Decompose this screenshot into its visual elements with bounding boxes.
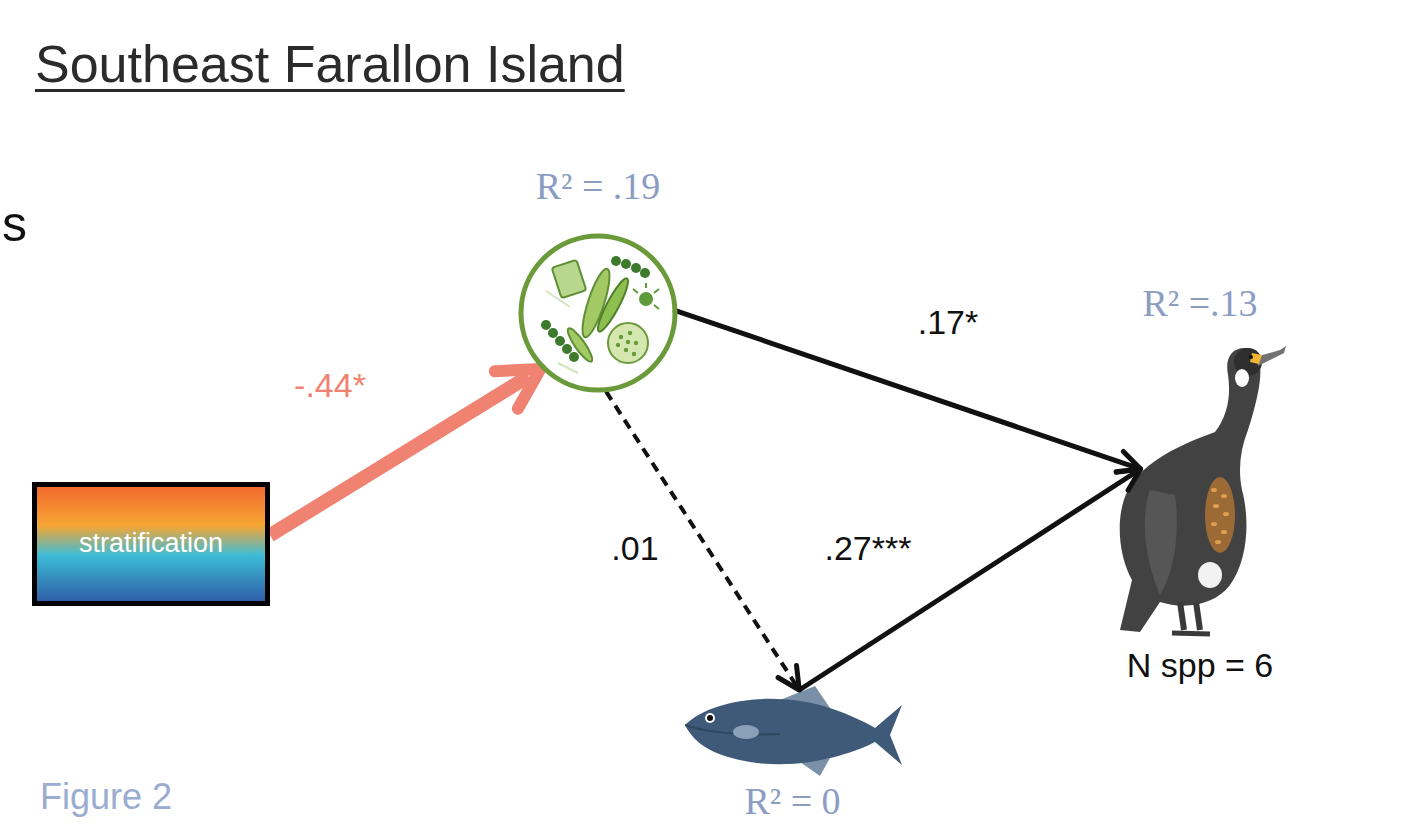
cell-chain — [541, 320, 579, 362]
illustration-part — [1215, 540, 1221, 544]
bird-legs — [1180, 602, 1200, 630]
illustration-part — [624, 348, 628, 352]
illustration-part — [555, 336, 565, 346]
illustration-part — [628, 331, 632, 335]
bird-cheek — [1235, 369, 1249, 387]
illustration-part — [611, 256, 621, 266]
icon-area — [680, 680, 905, 780]
path-arrow — [606, 391, 796, 685]
fish-mouth-line — [685, 725, 780, 735]
illustration-part — [634, 341, 638, 345]
bird-eye — [1249, 355, 1253, 359]
illustration-part — [1221, 494, 1227, 498]
r-squared-value: R² =.13 — [1142, 282, 1257, 326]
node-label: stratification — [79, 528, 223, 559]
path-coefficient: -.44* — [291, 366, 369, 405]
icon-area — [518, 233, 678, 393]
cormorant-illustration — [1120, 346, 1286, 634]
fish-eye-white — [705, 713, 715, 723]
bird-body — [1120, 348, 1261, 632]
cell-dots — [616, 331, 638, 356]
illustration-part — [541, 320, 551, 330]
illustration-part — [626, 340, 630, 344]
phytoplankton-node: R² = .19 — [518, 165, 678, 393]
bird-thigh-patch — [1198, 562, 1222, 588]
illustration-part — [621, 259, 631, 269]
cropped-letter: s — [2, 195, 27, 253]
cell-chain — [611, 256, 650, 278]
path-arrow — [673, 310, 1135, 467]
illustration-part — [619, 335, 623, 339]
species-count: N spp = 6 — [1127, 646, 1273, 685]
path-coefficient: .27*** — [822, 529, 915, 568]
bird-speckles — [1211, 488, 1229, 544]
icon-area — [1110, 340, 1290, 640]
node-circle — [521, 236, 675, 390]
fish-pectoral-fin — [733, 725, 759, 739]
illustration-part — [569, 352, 579, 362]
illustration-part — [548, 328, 558, 338]
illustration-part — [1211, 488, 1217, 492]
illustration-part — [632, 352, 636, 356]
illustration-part — [562, 344, 572, 354]
r-squared-value: R² = .19 — [536, 165, 661, 209]
illustration-part — [1223, 512, 1229, 516]
illustration-part — [616, 343, 620, 347]
illustration-part — [1221, 530, 1227, 534]
figure-title: Southeast Farallon Island — [35, 34, 625, 94]
r-squared-value: R² = 0 — [744, 780, 840, 824]
path-coefficient: .01 — [608, 529, 661, 568]
stratification-box: stratification — [32, 482, 270, 606]
round-cell — [608, 323, 648, 363]
bird-face-patch — [1250, 353, 1262, 364]
bird-wing — [1145, 490, 1177, 595]
illustration-part — [640, 268, 650, 278]
illustration-part — [1213, 504, 1219, 508]
path-arrow — [799, 472, 1135, 690]
fish-node: R² = 0 — [680, 680, 905, 824]
seabird-node: R² =.13 N spp = 6 — [1110, 282, 1290, 685]
illustration-part — [1211, 522, 1217, 526]
cell-spines — [633, 283, 659, 309]
fish-eye — [707, 715, 713, 721]
node-outline — [518, 233, 678, 393]
bird-feet — [1172, 633, 1210, 634]
small-cell — [639, 292, 653, 306]
bird-breast-patch — [1205, 477, 1235, 553]
diatom-cell — [552, 260, 587, 298]
fish-body — [685, 699, 902, 765]
path-coefficient: .17* — [915, 303, 982, 342]
plankton-drawing — [541, 256, 659, 373]
figure-number: Figure 2 — [40, 776, 172, 818]
illustration-part — [631, 263, 641, 273]
fish-illustration — [685, 686, 902, 776]
